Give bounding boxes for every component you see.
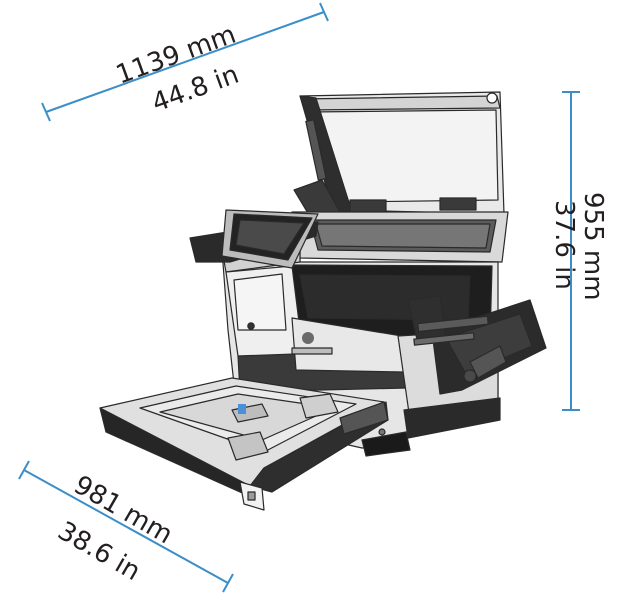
hp-logo — [302, 332, 314, 344]
scanner-bed — [291, 211, 509, 263]
printer-illustration — [99, 91, 547, 511]
right-door-open — [407, 295, 547, 395]
width-dimension-tick-right — [319, 2, 329, 22]
width-dimension: 1139 mm 44.8 in — [41, 2, 329, 122]
height-metric-label: 955 mm — [578, 192, 608, 301]
power-button-icon — [247, 322, 255, 330]
depth-dimension-tick-left — [18, 460, 30, 480]
width-dimension-line — [45, 11, 325, 113]
paper-tray — [99, 377, 389, 511]
paper-guide-tab-icon — [238, 404, 246, 414]
depth-dimension: 981 mm 38.6 in — [18, 460, 234, 593]
printer-base — [361, 397, 501, 457]
control-panel — [189, 209, 319, 269]
scanner-lid — [293, 91, 505, 221]
width-dimension-tick-left — [41, 102, 51, 122]
height-dimension: 955 mm 37.6 in — [549, 91, 608, 411]
height-imperial-label: 37.6 in — [549, 200, 579, 290]
depth-dimension-line — [23, 469, 229, 584]
depth-dimension-tick-right — [222, 573, 234, 593]
